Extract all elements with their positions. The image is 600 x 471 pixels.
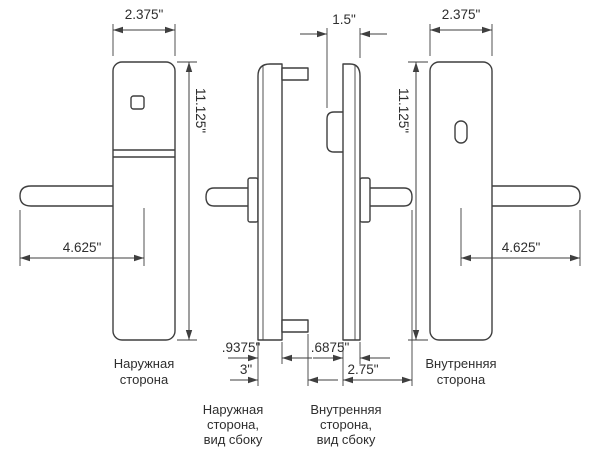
interior-body-side [342,63,361,341]
caption-exterior-side-line3: вид сбоку [204,432,263,447]
view-exterior-front: 4.625" 2.375" 11.125" Наружная сторона [19,7,208,387]
exterior-handle-side [205,187,253,207]
caption-interior-side-line3: вид сбоку [317,432,376,447]
latch-tab-bottom [281,319,309,333]
dim-exterior-width: 2.375" [125,7,164,22]
latch-tab-top [281,67,309,81]
exterior-handle [19,185,117,207]
caption-exterior-side-line1: Наружная [203,402,264,417]
caption-exterior-side-line2: сторона, [207,417,259,432]
exterior-body [112,61,176,341]
dim-interior-plate-depth: .6875" [311,340,350,355]
dim-exterior-plate-depth: .9375" [222,340,261,355]
handle-rose-side [359,177,371,223]
thumbturn-slot [454,120,468,144]
fingerprint-sensor [130,95,145,110]
interior-handle [485,185,581,207]
dim-interior-handle-center: 4.625" [502,240,541,255]
dim-interior-top-depth: 1.5" [332,12,356,27]
thumbturn-knob-side [326,111,345,153]
dim-interior-height: 11.125" [396,88,411,133]
dim-interior-width: 2.375" [442,7,481,22]
dim-exterior-handle-center: 4.625" [63,240,102,255]
dim-exterior-height: 11.125" [193,88,208,133]
view-interior-side: 1.5" .6875" 2.75" Внутренняя сторона, ви… [300,12,413,447]
handle-rose-side [247,177,259,223]
caption-interior-front-line1: Внутренняя [425,356,496,371]
caption-interior-side-line2: сторона, [320,417,372,432]
view-interior-front: 4.625" 2.375" 11.125" Внутренняя сторона [396,7,581,387]
caption-exterior-front-line1: Наружная [114,356,175,371]
interior-handle-side [365,187,413,207]
view-exterior-side: .9375" 3" Наружная сторона, вид сбоку [203,63,338,447]
dim-interior-total-depth: 2.75" [347,362,378,377]
caption-exterior-front-line2: сторона [120,372,169,387]
interior-body [429,61,493,341]
dim-exterior-total-depth: 3" [240,362,253,377]
caption-interior-front-line2: сторона [437,372,486,387]
exterior-body-side [257,63,283,341]
caption-interior-side-line1: Внутренняя [310,402,381,417]
